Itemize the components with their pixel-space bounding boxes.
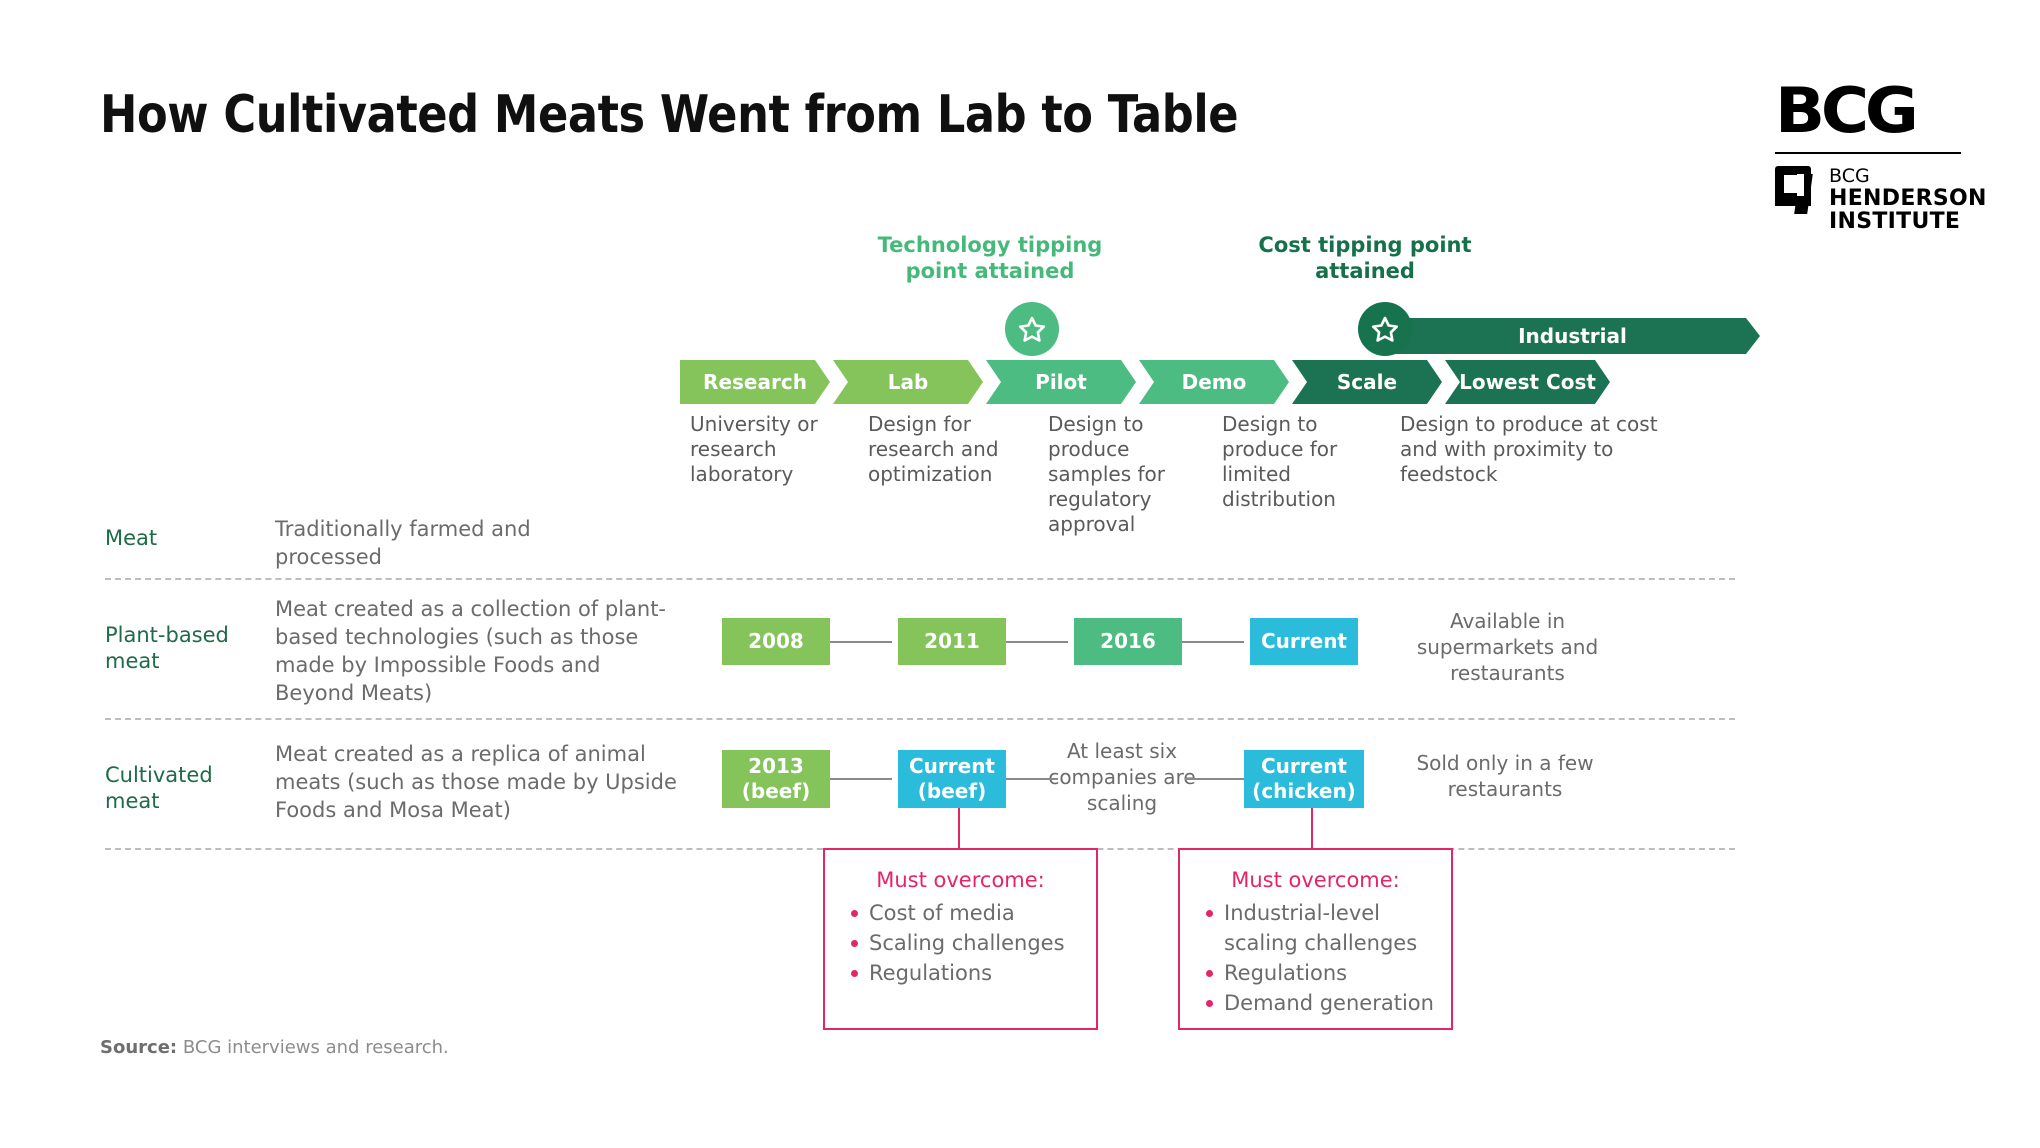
row-description-meat: Traditionally farmed and processed	[275, 517, 531, 569]
bcg-logo: BCG BCG HENDERSON INSTITUTE	[1775, 80, 1986, 233]
row-description-plant-based-meat: Meat created as a collection of plant-ba…	[275, 597, 667, 705]
list-item: Industrial-level scaling challenges	[1202, 898, 1441, 958]
timeline-box-2016[interactable]: 2016	[1074, 618, 1182, 665]
timeline-box-2013-beef[interactable]: 2013 (beef)	[722, 750, 830, 808]
must-overcome-list: Industrial-level scaling challenges Regu…	[1180, 898, 1451, 1018]
cost-tipping-point-marker	[1358, 302, 1412, 356]
stage-description-lab: Design for research and optimization	[868, 412, 999, 486]
connector-current-beef-note	[996, 778, 1058, 780]
row-description-cultivated-meat: Meat created as a replica of animal meat…	[275, 742, 677, 822]
stage-chevron-lab[interactable]: Lab	[833, 360, 983, 404]
callout-stem-chicken	[1311, 808, 1313, 848]
timeline-box-line1: 2013	[748, 754, 804, 778]
source-prefix: Source:	[100, 1037, 178, 1058]
star-icon	[1370, 314, 1400, 344]
list-item: Scaling challenges	[847, 928, 1086, 958]
tipping-label-line1: Technology tipping	[877, 233, 1103, 257]
stage-chevron-pilot[interactable]: Pilot	[986, 360, 1136, 404]
callout-stem-beef	[958, 808, 960, 848]
row-divider-2	[105, 718, 1735, 720]
technology-tipping-point-marker	[1005, 302, 1059, 356]
stage-description-research: University or research laboratory	[690, 412, 818, 486]
stage-description-demo: Design to produce for limited distributi…	[1222, 412, 1338, 511]
list-item: Regulations	[847, 958, 1086, 988]
stage-chevron-lowest-cost[interactable]: Lowest Cost	[1445, 360, 1610, 404]
must-overcome-box-beef: Must overcome: Cost of media Scaling cha…	[823, 848, 1098, 1030]
row-label-plant-based-meat: Plant-based meat	[105, 623, 229, 673]
technology-tipping-point-label: Technology tipping point attained	[860, 232, 1120, 284]
must-overcome-title: Must overcome:	[1231, 868, 1400, 892]
henderson-mark-icon	[1775, 166, 1821, 214]
page-title: How Cultivated Meats Went from Lab to Ta…	[100, 85, 1239, 145]
connector-2013-current-beef	[820, 778, 892, 780]
stage-description-pilot: Design to produce samples for regulatory…	[1048, 412, 1165, 536]
bcg-henderson-institute-logo: BCG HENDERSON INSTITUTE	[1775, 166, 1986, 233]
row-note-plant-based-meat: Available in supermarkets and restaurant…	[1416, 609, 1599, 685]
star-icon	[1017, 314, 1047, 344]
logo-institute-line2: HENDERSON	[1829, 186, 1987, 211]
logo-institute-line3: INSTITUTE	[1829, 209, 1961, 234]
row-note-cultivated-meat: Sold only in a few restaurants	[1416, 751, 1594, 801]
timeline-box-line1: Current	[908, 754, 995, 778]
timeline-box-line1: Current	[1260, 754, 1347, 778]
row-label-cultivated-meat: Cultivated meat	[105, 763, 213, 813]
stage-chevron-demo[interactable]: Demo	[1139, 360, 1289, 404]
tipping-label-line2: point attained	[905, 259, 1075, 283]
bcg-wordmark: BCG	[1775, 74, 1919, 147]
timeline-box-line2: (beef)	[917, 779, 987, 803]
must-overcome-list: Cost of media Scaling challenges Regulat…	[825, 898, 1096, 988]
source-text: BCG interviews and research.	[182, 1037, 449, 1058]
cost-tipping-point-label: Cost tipping point attained	[1230, 232, 1500, 284]
timeline-box-2008[interactable]: 2008	[722, 618, 830, 665]
connector-note-current-chicken	[1185, 778, 1247, 780]
timeline-box-current-beef[interactable]: Current (beef)	[898, 750, 1006, 808]
timeline-box-line2: (beef)	[741, 779, 811, 803]
connector-2016-current	[1172, 641, 1244, 643]
scaling-companies-note: At least six companies are scaling	[1048, 739, 1196, 815]
stage-chevron-research[interactable]: Research	[680, 360, 830, 404]
stage-description-industrial: Design to produce at cost and with proxi…	[1400, 412, 1658, 486]
timeline-box-current-chicken[interactable]: Current (chicken)	[1244, 750, 1364, 808]
tipping-label-line1: Cost tipping point	[1258, 233, 1472, 257]
stage-chevron-scale[interactable]: Scale	[1292, 360, 1442, 404]
row-divider-1	[105, 578, 1735, 580]
list-item: Regulations	[1202, 958, 1441, 988]
timeline-box-line2: (chicken)	[1252, 779, 1356, 803]
timeline-box-2011[interactable]: 2011	[898, 618, 1006, 665]
list-item: Cost of media	[847, 898, 1086, 928]
industrial-banner: Industrial	[1385, 318, 1760, 354]
must-overcome-box-chicken: Must overcome: Industrial-level scaling …	[1178, 848, 1453, 1030]
connector-2011-2016	[996, 641, 1068, 643]
logo-divider	[1775, 152, 1961, 154]
list-item: Demand generation	[1202, 988, 1441, 1018]
timeline-box-current-plant[interactable]: Current	[1250, 618, 1358, 665]
connector-2008-2011	[820, 641, 892, 643]
must-overcome-title: Must overcome:	[876, 868, 1045, 892]
source-line: Source: BCG interviews and research.	[100, 1037, 449, 1058]
tipping-label-line2: attained	[1315, 259, 1415, 283]
logo-institute-line1: BCG	[1829, 165, 1870, 187]
row-label-meat: Meat	[105, 526, 158, 550]
